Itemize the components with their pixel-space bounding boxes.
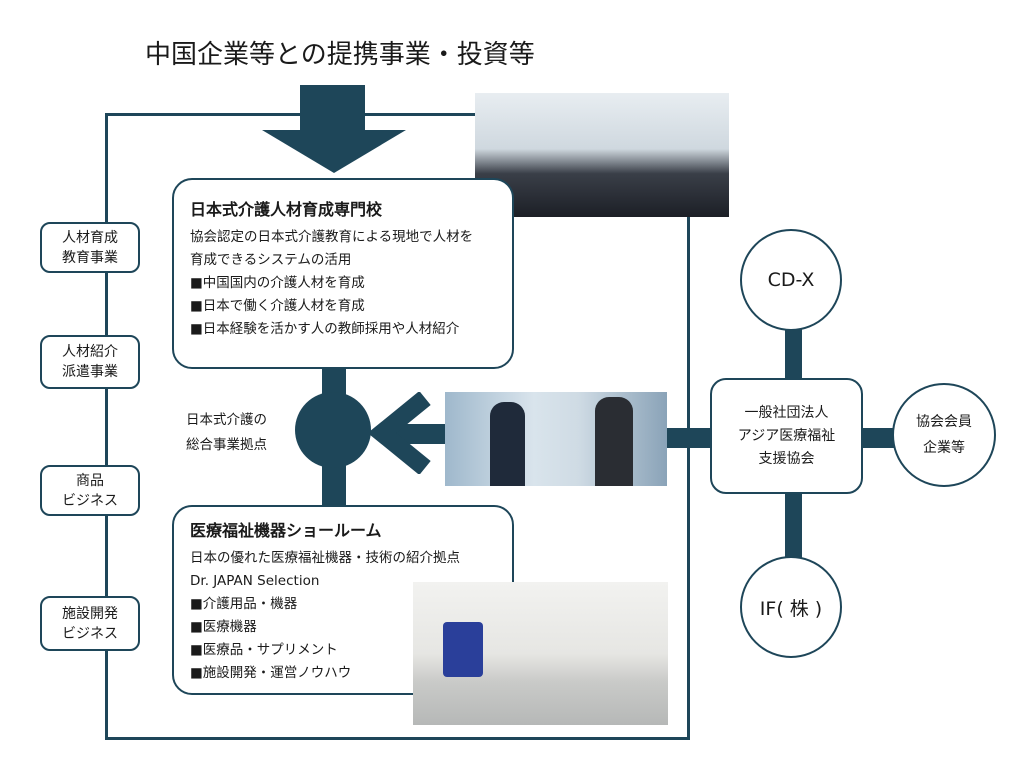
wheelchair-shape (443, 622, 483, 677)
seminar-photo (475, 93, 729, 217)
showroom-line: ■施設開発・運営ノウハウ (190, 665, 352, 681)
hub-label: 日本式介護の総合事業拠点 (186, 412, 267, 453)
school-line: ■中国国内の介護人材を育成 (190, 275, 365, 291)
connector-if (785, 492, 802, 559)
side-box-facility: 施設開発ビジネス (40, 596, 140, 651)
school-line: ■日本経験を活かす人の教師採用や人材紹介 (190, 321, 460, 337)
school-box: 日本式介護人材育成専門校 協会認定の日本式介護教育による現地で人材を 育成できる… (172, 178, 514, 369)
handshake-photo (445, 392, 667, 486)
frame-bottom (105, 737, 690, 740)
showroom-line: ■医療機器 (190, 619, 257, 635)
showroom-line: ■介護用品・機器 (190, 596, 298, 612)
showroom-photo (413, 582, 668, 725)
showroom-line: ■医療品・サプリメント (190, 642, 338, 658)
frame-top (105, 113, 485, 116)
side-box-training: 人材育成教育事業 (40, 222, 140, 273)
side-box-products: 商品ビジネス (40, 465, 140, 516)
school-title: 日本式介護人材育成専門校 (190, 200, 383, 219)
circle-members: 協会会員企業等 (892, 383, 996, 487)
frame-right (687, 210, 690, 740)
showroom-title: 医療福祉機器ショールーム (190, 521, 382, 540)
connector-photo-association (667, 428, 712, 448)
school-line: 協会認定の日本式介護教育による現地で人材を (190, 229, 474, 245)
diagram-title: 中国企業等との提携事業・投資等 (145, 40, 535, 70)
showroom-line: 日本の優れた医療福祉機器・技術の紹介拠点 (190, 550, 460, 566)
side-box-staffing: 人材紹介派遣事業 (40, 335, 140, 389)
association-box: 一般社団法人アジア医療福祉支援協会 (710, 378, 863, 494)
connector-members (860, 428, 895, 448)
chevron-left-icon (370, 392, 431, 474)
person-left (490, 402, 525, 486)
down-arrow-shaft (300, 85, 365, 132)
connector-cdx (785, 328, 802, 380)
circle-if: IF( 株 ) (740, 556, 842, 658)
circle-cdx: CD-X (740, 229, 842, 331)
left-arrow-shaft (395, 424, 447, 444)
frame-left (105, 113, 108, 740)
down-arrow-icon (262, 130, 406, 173)
hub-circle (295, 392, 371, 468)
person-right (595, 397, 633, 486)
school-line: 育成できるシステムの活用 (190, 252, 352, 268)
showroom-line: Dr. JAPAN Selection (190, 573, 320, 589)
school-line: ■日本で働く介護人材を育成 (190, 298, 365, 314)
